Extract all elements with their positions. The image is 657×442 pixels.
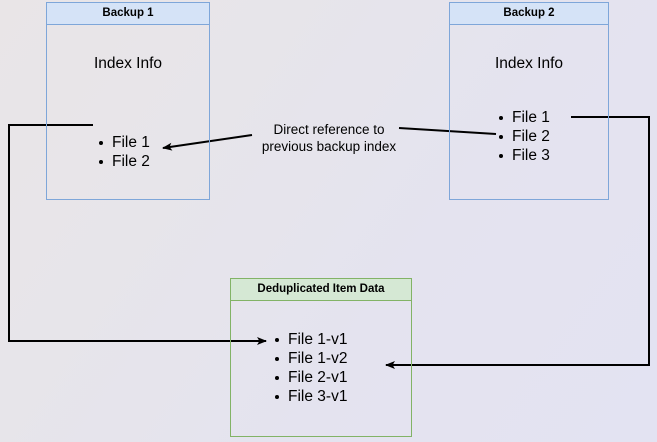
node-backup-1-body: Index Info File 1 File 2 xyxy=(47,25,209,199)
node-deduplicated-item-data-header: Deduplicated Item Data xyxy=(231,279,411,301)
list-item: File 3 xyxy=(497,146,550,165)
node-backup-1-file-list: File 1 File 2 xyxy=(97,133,150,171)
edge-label-direct-reference: Direct reference to previous backup inde… xyxy=(246,121,412,155)
list-item: File 2 xyxy=(497,127,550,146)
list-item: File 1 xyxy=(97,133,150,152)
node-backup-1[interactable]: Backup 1 Index Info File 1 File 2 xyxy=(46,2,210,200)
node-deduplicated-item-data[interactable]: Deduplicated Item Data File 1-v1 File 1-… xyxy=(230,278,412,437)
node-deduplicated-item-data-list: File 1-v1 File 1-v2 File 2-v1 File 3-v1 xyxy=(273,330,347,406)
node-backup-1-header: Backup 1 xyxy=(47,3,209,25)
edge-label-direct-reference-line-2: previous backup index xyxy=(261,139,397,154)
list-item: File 1-v1 xyxy=(273,330,347,349)
edge-label-direct-reference-line-1: Direct reference to xyxy=(273,122,385,137)
list-item: File 3-v1 xyxy=(273,387,347,406)
list-item: File 1-v2 xyxy=(273,349,347,368)
node-backup-2[interactable]: Backup 2 Index Info File 1 File 2 File 3 xyxy=(449,2,609,200)
list-item: File 1 xyxy=(497,108,550,127)
node-deduplicated-item-data-body: File 1-v1 File 1-v2 File 2-v1 File 3-v1 xyxy=(231,301,411,436)
node-backup-2-header: Backup 2 xyxy=(450,3,608,25)
node-backup-1-index-title: Index Info xyxy=(93,55,163,72)
node-backup-2-body: Index Info File 1 File 2 File 3 xyxy=(450,25,608,199)
list-item: File 2 xyxy=(97,152,150,171)
node-backup-2-file-list: File 1 File 2 File 3 xyxy=(497,108,550,165)
node-backup-2-index-title: Index Info xyxy=(494,55,564,72)
list-item: File 2-v1 xyxy=(273,368,347,387)
